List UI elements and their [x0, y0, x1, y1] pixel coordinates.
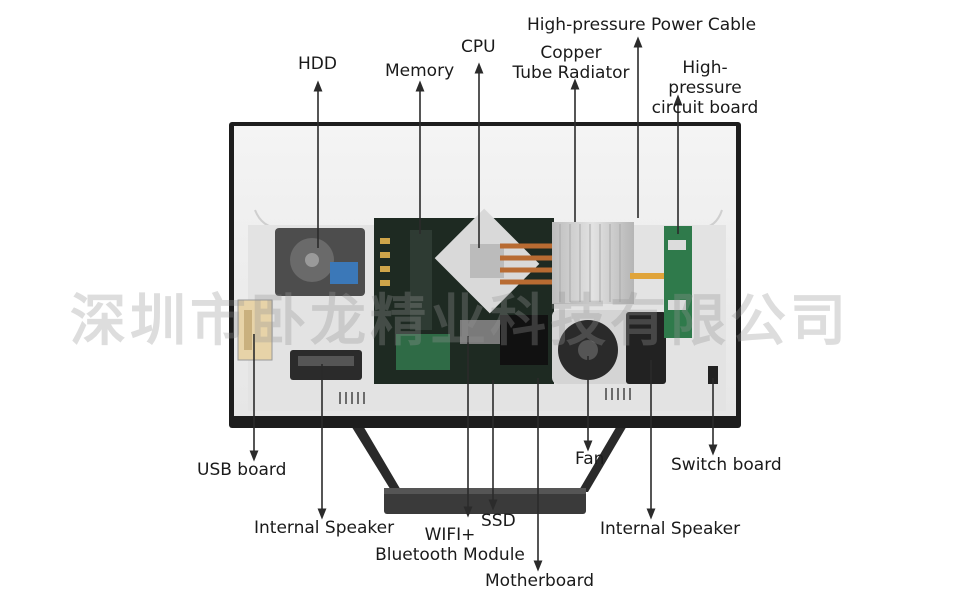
hdd-part — [275, 228, 365, 296]
label-fan: Fan — [575, 449, 605, 469]
radiator-part — [552, 222, 634, 304]
switch-part — [708, 366, 718, 384]
left-speaker-part — [290, 350, 362, 380]
usb-board-part — [237, 299, 273, 361]
hp-circuit-board-part — [630, 226, 692, 338]
label-internal-speaker-right: Internal Speaker — [600, 519, 741, 539]
label-internal-speaker-left: Internal Speaker — [254, 518, 395, 538]
label-wifi-bluetooth: WIFI+ Bluetooth Module — [375, 525, 525, 565]
fan-part — [552, 310, 630, 384]
label-cpu: CPU — [461, 37, 496, 57]
label-switch-board: Switch board — [671, 455, 782, 475]
watermark-text: 深圳市卧龙精业科技有限公司 — [70, 289, 850, 354]
monitor-stand — [350, 424, 628, 514]
label-motherboard: Motherboard — [485, 571, 595, 591]
label-usb-board: USB board — [197, 460, 287, 480]
label-copper-radiator: Copper Tube Radiator — [512, 43, 630, 83]
right-speaker-part — [626, 312, 666, 384]
label-ssd: SSD — [481, 511, 516, 531]
callout-arrows — [249, 36, 718, 572]
label-memory: Memory — [385, 61, 455, 81]
label-hp-power-cable: High-pressure Power Cable — [527, 15, 757, 35]
label-hdd: HDD — [298, 54, 337, 74]
label-hp-circuit-board: High-pressure circuit board — [651, 58, 759, 118]
